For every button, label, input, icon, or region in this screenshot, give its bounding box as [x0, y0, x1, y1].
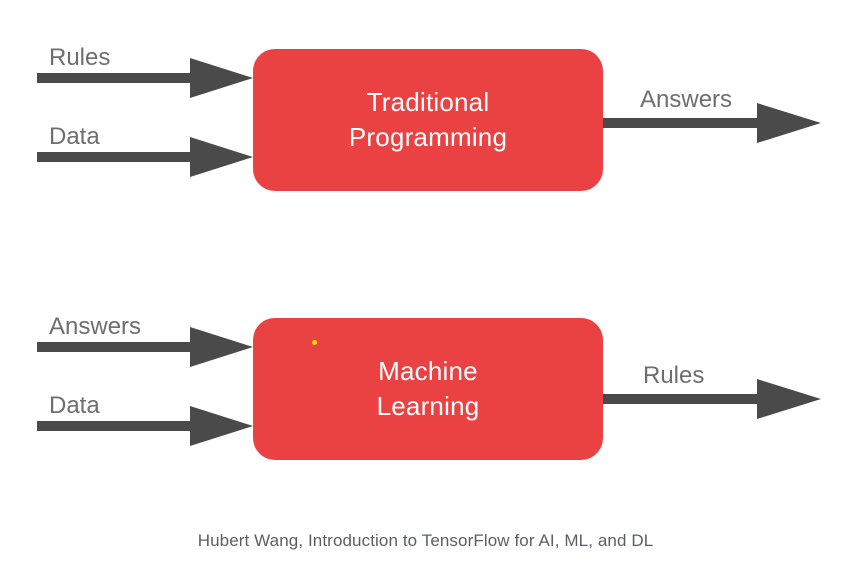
process-box-traditional-programming[interactable]: Traditional Programming	[253, 49, 603, 191]
output-label-rules: Rules	[643, 362, 705, 389]
input-arrow-data-top	[37, 135, 253, 179]
yellow-artifact-dot	[312, 340, 317, 345]
output-label-answers: Answers	[640, 86, 733, 113]
source-caption: Hubert Wang, Introduction to TensorFlow …	[197, 531, 654, 550]
output-arrow-rules	[600, 377, 821, 421]
input-label-data-top: Data	[49, 123, 100, 150]
input-label-rules-top: Rules	[49, 44, 111, 71]
input-arrow-rules-top	[37, 56, 253, 100]
input-arrow-answers-bottom	[37, 325, 253, 369]
process-box-machine-learning[interactable]: Machine Learning	[253, 318, 603, 460]
input-arrow-data-bottom	[37, 404, 253, 448]
process-box-label: Traditional Programming	[348, 87, 508, 152]
input-label-data-bottom: Data	[49, 392, 100, 419]
input-label-answers-bottom: Answers	[49, 313, 142, 340]
output-arrow-answers	[600, 101, 821, 145]
process-box-label: Machine Learning	[376, 356, 480, 421]
